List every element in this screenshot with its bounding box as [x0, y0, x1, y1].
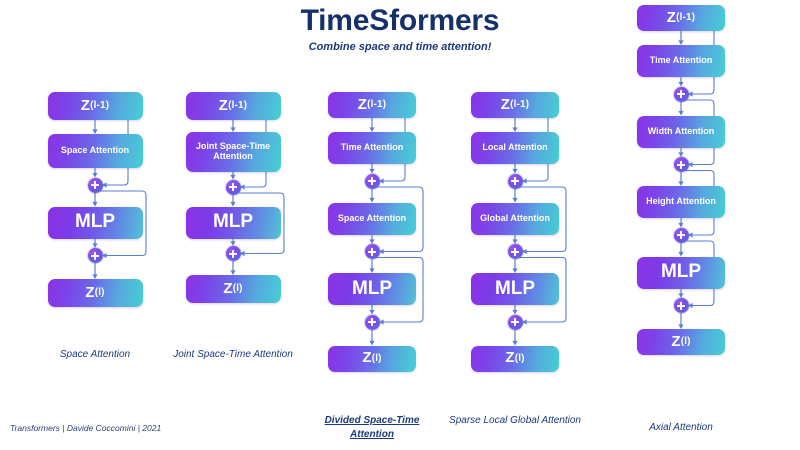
residual-add-joint-space-time-attention-0: [225, 179, 241, 195]
skip-arrow-sparse-local-global-attention-0-head: [522, 178, 527, 184]
skip-arrow-sparse-local-global-attention-2-head: [522, 319, 527, 325]
output-node-joint-space-time-attention: Z(l): [185, 275, 281, 303]
edge-axial-attention-att2-to-plus-head: [678, 222, 684, 228]
edge-sparse-local-global-attention-to-output-head: [512, 340, 518, 346]
edge-sparse-local-global-attention-to-att1-head: [512, 197, 518, 203]
edge-divided-space-time-attention-mlp-to-plus-head: [369, 309, 375, 315]
residual-add-axial-attention-0: [673, 86, 689, 102]
column-caption-divided-space-time-attention: Divided Space-Time Attention: [324, 415, 420, 440]
edge-joint-space-time-attention-att0-to-plus-head: [230, 174, 236, 180]
edge-axial-attention-att0-to-plus-head: [678, 81, 684, 87]
edge-space-attention-to-mlp-head: [92, 201, 98, 207]
residual-add-divided-space-time-attention-mlp: [364, 314, 380, 330]
residual-add-divided-space-time-attention-1: [364, 244, 380, 259]
skip-arrow-divided-space-time-attention-1-head: [379, 248, 384, 255]
column-caption-axial-attention: Axial Attention: [649, 422, 713, 433]
attention-block-divided-space-time-attention-0: Time Attention: [328, 132, 416, 164]
edge-divided-space-time-attention-to-att1-head: [369, 197, 375, 203]
skip-arrow-axial-attention-0-head: [688, 91, 693, 97]
mlp-node-sparse-local-global-attention: MLP: [471, 273, 559, 305]
output-node-space-attention: Z(l): [47, 279, 143, 307]
residual-add-divided-space-time-attention-0: [364, 173, 380, 189]
edge-sparse-local-global-attention-att0-to-plus-head: [512, 168, 518, 174]
attention-block-axial-attention-0: Time Attention: [637, 45, 725, 77]
input-node-sparse-local-global-attention: Z(l-1): [471, 92, 559, 118]
input-node-axial-attention: Z(l-1): [637, 5, 725, 31]
input-node-space-attention: Z(l-1): [47, 92, 143, 120]
edge-divided-space-time-attention-att0-to-plus-head: [369, 168, 375, 174]
page-title: TimeSformers: [300, 4, 500, 37]
column-caption-space-attention: Space Attention: [59, 349, 131, 360]
attention-block-joint-space-time-attention-0: Joint Space-Time Attention: [185, 132, 281, 172]
output-node-divided-space-time-attention: Z(l): [328, 345, 416, 372]
skip-arrow-joint-space-time-attention-0-head: [240, 184, 245, 190]
mlp-node-divided-space-time-attention: MLP: [328, 273, 416, 305]
residual-add-space-attention-0: [87, 177, 103, 193]
skip-arrow-space-attention-0-head: [102, 182, 107, 188]
skip-arrow-axial-attention-1-head: [688, 161, 693, 168]
skip-arrow-divided-space-time-attention-2-head: [379, 319, 384, 325]
skip-arrow-axial-attention-2-head: [688, 232, 693, 238]
skip-arrow-sparse-local-global-attention-1-head: [522, 248, 527, 255]
page-subtitle: Combine space and time attention!: [308, 41, 492, 53]
residual-add-sparse-local-global-attention-0: [507, 173, 523, 189]
mlp-node-axial-attention: MLP: [637, 256, 725, 289]
column-caption-joint-space-time-attention: Joint Space-Time Attention: [173, 349, 293, 360]
residual-add-space-attention-mlp: [87, 248, 103, 263]
edge-divided-space-time-attention-to-output-head: [369, 340, 375, 346]
residual-add-axial-attention-mlp: [673, 298, 689, 313]
input-node-divided-space-time-attention: Z(l-1): [328, 92, 416, 118]
skip-arrow-space-attention-1-head: [102, 252, 107, 259]
attention-block-axial-attention-1: Width Attention: [637, 115, 725, 148]
skip-arrow-joint-space-time-attention-1-head: [240, 250, 245, 257]
skip-arrow-axial-attention-3-head: [688, 302, 693, 309]
edge-space-attention-att0-to-plus-head: [92, 172, 98, 178]
output-node-sparse-local-global-attention: Z(l): [471, 345, 559, 372]
footer-credit: Transformers | Davide Coccomini | 2021: [10, 423, 162, 433]
mlp-node-space-attention: MLP: [47, 206, 143, 239]
edge-axial-attention-to-att1-head: [678, 110, 684, 116]
attention-block-space-attention-0: Space Attention: [47, 134, 143, 168]
attention-block-axial-attention-2: Height Attention: [637, 186, 725, 218]
edge-axial-attention-to-mlp-head: [678, 251, 684, 257]
column-caption-sparse-local-global-attention: Sparse Local Global Attention: [449, 415, 581, 426]
output-node-axial-attention: Z(l): [637, 329, 725, 355]
attention-block-sparse-local-global-attention-1: Global Attention: [471, 202, 559, 235]
mlp-node-joint-space-time-attention: MLP: [185, 206, 281, 239]
residual-add-sparse-local-global-attention-mlp: [507, 314, 523, 330]
edge-joint-space-time-attention-to-mlp-head: [230, 201, 236, 207]
residual-add-sparse-local-global-attention-1: [507, 244, 523, 259]
residual-add-joint-space-time-attention-mlp: [225, 246, 241, 261]
residual-add-axial-attention-2: [673, 227, 689, 243]
input-node-joint-space-time-attention: Z(l-1): [185, 92, 281, 120]
edge-sparse-local-global-attention-mlp-to-plus-head: [512, 309, 518, 315]
attention-block-divided-space-time-attention-1: Space Attention: [328, 202, 416, 235]
attention-block-sparse-local-global-attention-0: Local Attention: [471, 132, 559, 164]
residual-add-axial-attention-1: [673, 157, 689, 172]
skip-arrow-divided-space-time-attention-0-head: [379, 178, 384, 184]
